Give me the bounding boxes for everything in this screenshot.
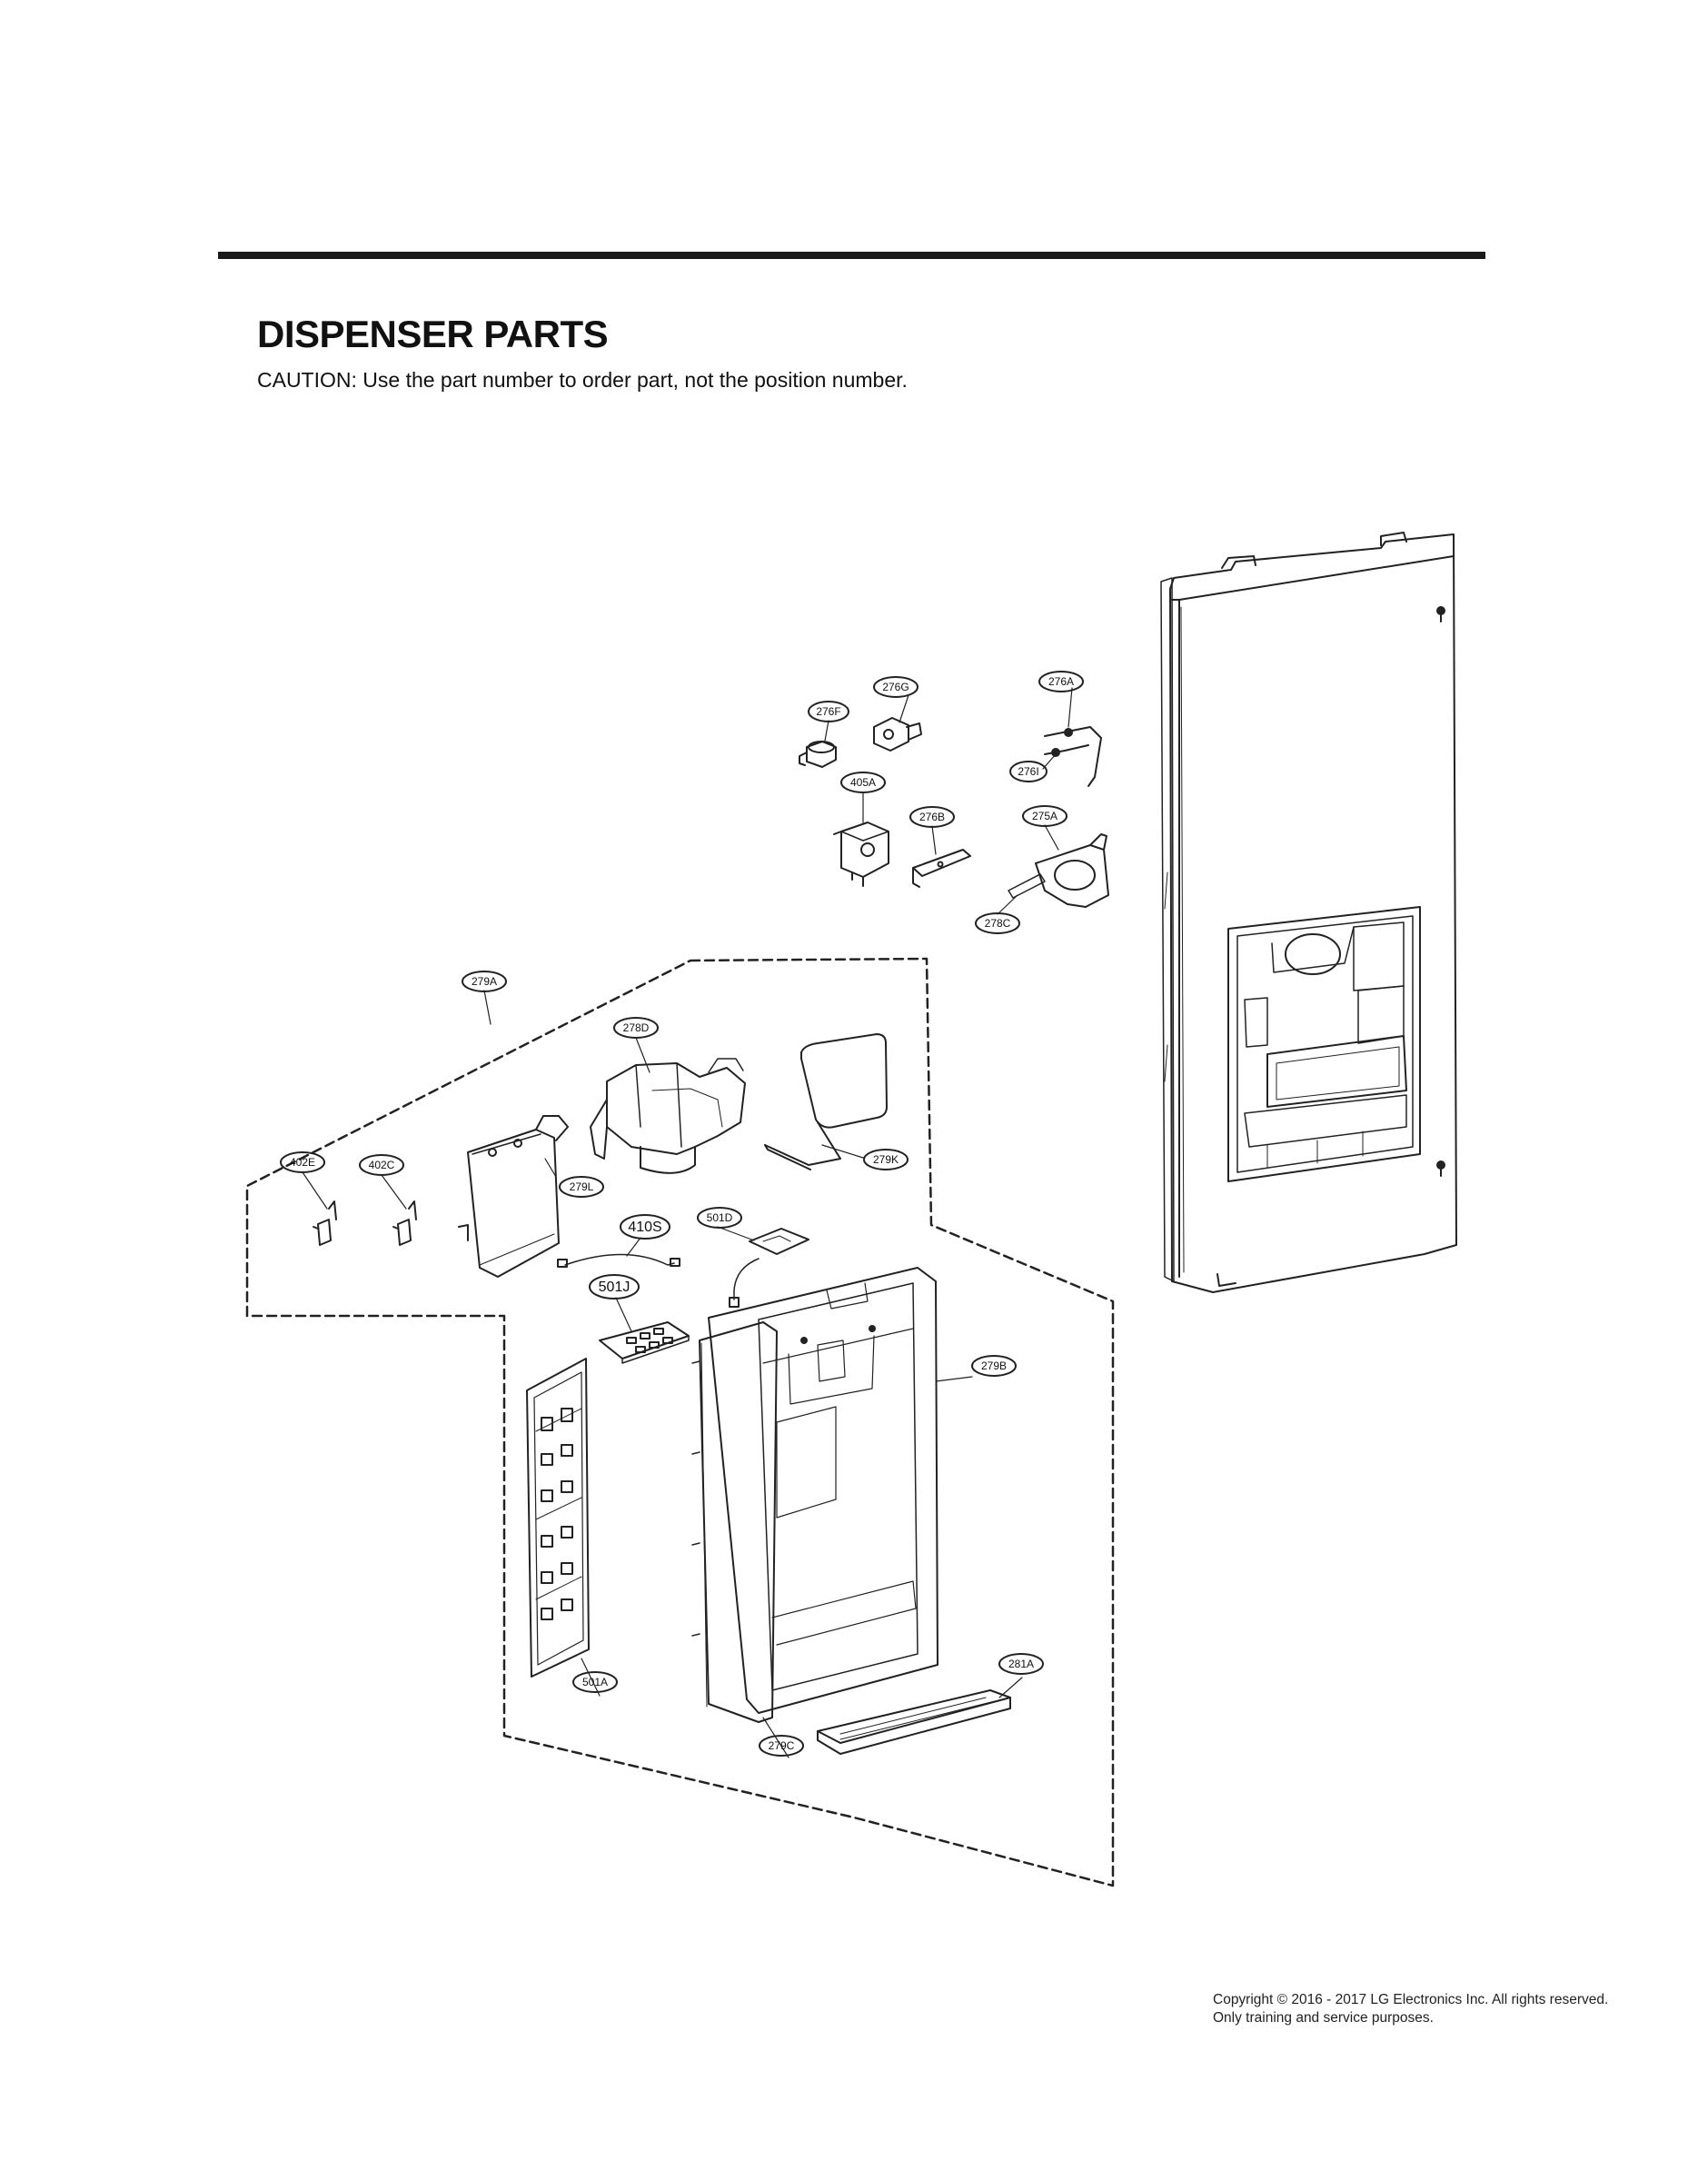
svg-text:278C: 278C [985,917,1011,930]
svg-text:279C: 279C [769,1739,795,1752]
svg-text:501D: 501D [707,1211,733,1224]
part-276B [912,849,971,888]
svg-text:279K: 279K [873,1153,899,1166]
svg-text:501A: 501A [582,1676,608,1688]
callout-279A: 279A [462,971,507,992]
callout-275A: 275A [1022,805,1068,827]
callout-405A: 405A [840,772,886,793]
page-title: DISPENSER PARTS [257,313,609,355]
callout-501A: 501A [572,1671,618,1693]
callout-402E: 402E [280,1151,325,1173]
svg-text:276G: 276G [882,681,909,693]
callout-276G: 276G [873,676,919,698]
part-402E [313,1200,337,1246]
part-405A [833,822,889,887]
svg-text:402C: 402C [369,1159,395,1171]
callout-279B: 279B [971,1355,1017,1377]
svg-text:279L: 279L [570,1180,594,1193]
callout-281A: 281A [998,1653,1044,1675]
callout-402C: 402C [359,1154,404,1176]
header-rule [218,252,1485,259]
door-panel [1160,532,1457,1293]
svg-text:405A: 405A [850,776,876,789]
svg-text:276B: 276B [919,811,945,823]
part-501D [729,1228,809,1308]
copyright-notice: Copyright © 2016 - 2017 LG Electronics I… [1213,1992,1609,2026]
callout-278D: 278D [613,1017,659,1039]
part-279C [691,1321,778,1723]
svg-text:410S: 410S [628,1220,661,1235]
part-279K [764,1033,888,1170]
svg-text:402E: 402E [290,1156,315,1169]
callout-501J: 501J [589,1274,640,1300]
svg-text:279A: 279A [472,975,497,988]
callout-276A: 276A [1038,671,1084,692]
part-276F [799,741,837,768]
part-501J [599,1321,690,1364]
svg-text:278D: 278D [623,1021,650,1034]
callout-276F: 276F [808,701,849,722]
part-276G [873,717,922,752]
part-410S [557,1253,680,1268]
leader-lines [302,687,1073,1758]
part-276A [1044,726,1102,787]
callout-501D: 501D [697,1207,742,1229]
part-279L [458,1115,569,1278]
caution-note: CAUTION: Use the part number to order pa… [257,368,908,392]
svg-text:501J: 501J [599,1280,631,1295]
part-275A [1008,833,1109,908]
part-279B [708,1267,938,1714]
callout-279L: 279L [559,1176,604,1198]
svg-text:276I: 276I [1018,765,1038,778]
part-281A [817,1689,1011,1755]
assembly-boundary-279A [245,957,1115,1887]
part-278D [590,1058,746,1174]
callout-279C: 279C [759,1735,804,1757]
svg-text:276A: 276A [1048,675,1074,688]
part-402C [392,1200,417,1246]
callout-410S: 410S [620,1214,670,1240]
callout-276B: 276B [909,806,955,828]
callout-279K: 279K [863,1149,909,1170]
svg-text:276F: 276F [816,705,840,718]
svg-text:275A: 275A [1032,810,1058,822]
svg-text:279B: 279B [981,1359,1007,1372]
callout-276I: 276I [1009,761,1048,782]
part-501A [526,1358,590,1678]
callout-278C: 278C [975,912,1020,934]
svg-text:281A: 281A [1008,1658,1034,1670]
